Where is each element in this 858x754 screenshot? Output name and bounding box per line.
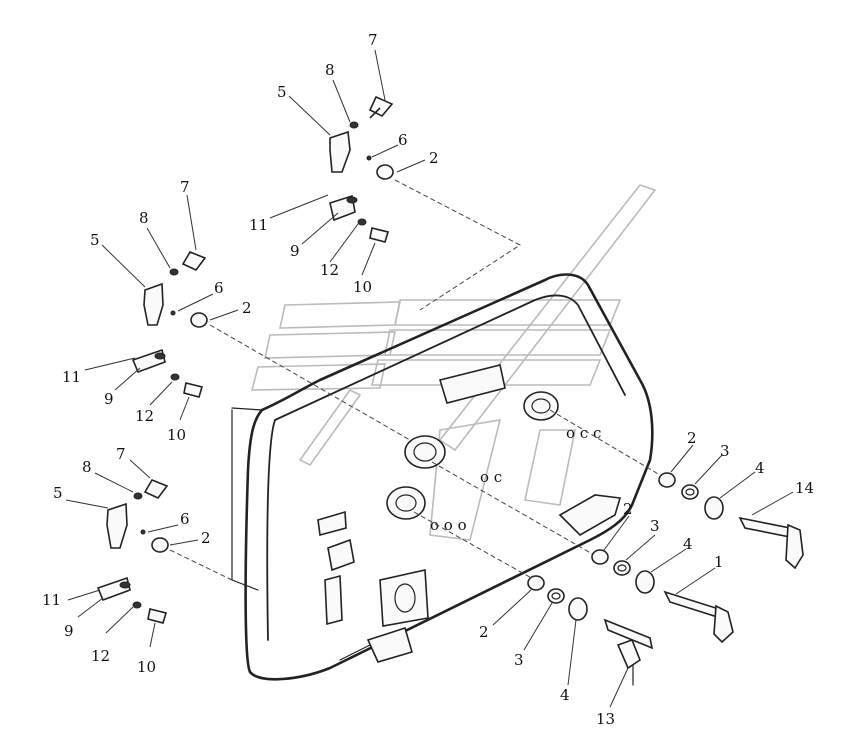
callout-7c: 7 bbox=[116, 445, 126, 463]
watermark bbox=[250, 184, 657, 541]
callout-10a: 10 bbox=[353, 278, 372, 296]
svg-text:o c c: o c c bbox=[566, 424, 601, 442]
callout-11c: 11 bbox=[42, 591, 61, 609]
callout-3e: 3 bbox=[650, 517, 660, 535]
callout-5b: 5 bbox=[90, 231, 100, 249]
callout-3f: 3 bbox=[514, 651, 524, 669]
callout-12a: 12 bbox=[320, 261, 339, 279]
callout-5c: 5 bbox=[53, 484, 63, 502]
leader-lines bbox=[65, 49, 794, 708]
callout-9a: 9 bbox=[290, 242, 300, 260]
callout-9b: 9 bbox=[104, 390, 114, 408]
callout-6b: 6 bbox=[214, 279, 224, 297]
svg-text:o c: o c bbox=[480, 468, 502, 486]
callout-12c: 12 bbox=[91, 647, 110, 665]
callout-2b: 2 bbox=[242, 299, 252, 317]
callout-14: 14 bbox=[795, 479, 814, 497]
callout-10c: 10 bbox=[137, 658, 156, 676]
callout-2a: 2 bbox=[429, 149, 439, 167]
callout-9c: 9 bbox=[64, 622, 74, 640]
callout-4d: 4 bbox=[755, 459, 765, 477]
bracket-assembly-middle bbox=[131, 251, 411, 441]
callout-6a: 6 bbox=[398, 131, 408, 149]
housing-panel: o c c o c o o o bbox=[231, 273, 654, 681]
svg-text:o o o: o o o bbox=[430, 516, 467, 534]
callout-3d: 3 bbox=[720, 442, 730, 460]
bracket-assembly-lower bbox=[96, 479, 233, 624]
callout-12b: 12 bbox=[135, 407, 154, 425]
callout-4e: 4 bbox=[683, 535, 693, 553]
callout-8c: 8 bbox=[82, 458, 92, 476]
callout-2e: 2 bbox=[623, 500, 633, 518]
callout-4f: 4 bbox=[560, 686, 570, 704]
callout-2c: 2 bbox=[201, 529, 211, 547]
right-hardware bbox=[413, 409, 804, 686]
callout-11a: 11 bbox=[249, 216, 268, 234]
callout-labels: 7 8 5 6 2 11 9 12 10 7 8 5 6 2 11 9 12 1… bbox=[42, 31, 814, 728]
callout-2d: 2 bbox=[687, 429, 697, 447]
callout-8b: 8 bbox=[139, 209, 149, 227]
callout-2f: 2 bbox=[479, 623, 489, 641]
callout-13: 13 bbox=[596, 710, 615, 728]
callout-10b: 10 bbox=[167, 426, 186, 444]
callout-11b: 11 bbox=[62, 368, 81, 386]
bracket-assembly-top bbox=[329, 95, 521, 311]
callout-7b: 7 bbox=[180, 178, 190, 196]
callout-1: 1 bbox=[714, 553, 724, 571]
callout-8a: 8 bbox=[325, 61, 335, 79]
callout-7a: 7 bbox=[368, 31, 378, 49]
callout-6c: 6 bbox=[180, 510, 190, 528]
callout-5a: 5 bbox=[277, 83, 287, 101]
